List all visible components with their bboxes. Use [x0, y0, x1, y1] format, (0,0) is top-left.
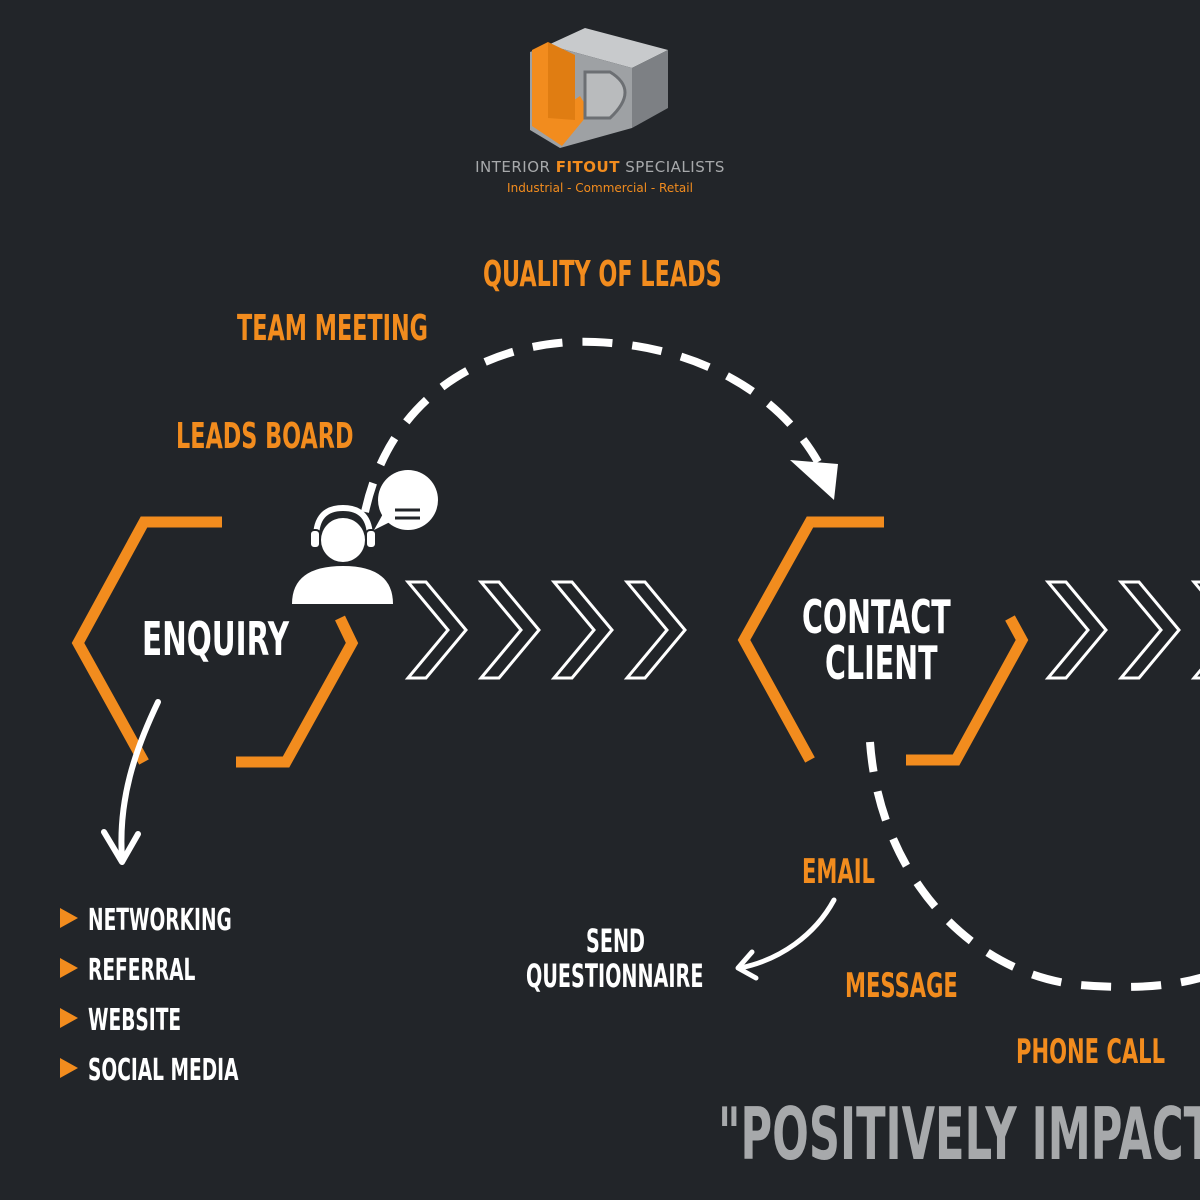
dashed-arc-bottom — [866, 741, 1200, 991]
label-leads-board: LEADS BOARD — [176, 416, 354, 457]
enquiry-hexagon — [71, 516, 359, 768]
node-contact-label-1: CONTACT — [802, 590, 951, 644]
triangle-bullet-icon — [60, 908, 78, 1078]
source-item-social-media: SOCIAL MEDIA — [88, 1053, 239, 1088]
logo-tagline-part3: SPECIALISTS — [619, 158, 725, 176]
flow-chevrons-2 — [1044, 580, 1200, 680]
question-bubble-icon — [374, 470, 438, 530]
label-team-meeting: TEAM MEETING — [237, 308, 428, 349]
logo-tagline: INTERIOR FITOUT SPECIALISTS — [430, 158, 770, 176]
source-item-referral: REFERRAL — [88, 953, 196, 988]
arrowhead-contact — [790, 460, 838, 500]
quote-text: "POSITIVELY IMPACTI — [718, 1092, 1200, 1176]
label-quality-of-leads: QUALITY OF LEADS — [483, 254, 722, 295]
logo-tagline-part1: INTERIOR — [475, 158, 556, 176]
send-questionnaire-line2: QUESTIONNAIRE — [526, 957, 704, 995]
dashed-arc-top — [361, 337, 822, 513]
node-contact-label-2: CLIENT — [825, 636, 938, 690]
label-message: MESSAGE — [845, 966, 958, 1006]
send-questionnaire-line1: SEND — [586, 922, 645, 960]
label-email: EMAIL — [802, 852, 875, 892]
source-item-networking: NETWORKING — [88, 903, 232, 938]
email-arrow — [737, 897, 837, 971]
node-enquiry-label: ENQUIRY — [142, 612, 290, 666]
label-phone-call: PHONE CALL — [1016, 1032, 1166, 1072]
flow-chevrons-1 — [404, 580, 687, 680]
headset-agent-icon — [292, 504, 393, 604]
source-item-website: WEBSITE — [88, 1003, 182, 1038]
sources-arrow — [118, 699, 161, 861]
contact-client-hexagon — [737, 516, 1029, 766]
logo-subtitle: Industrial - Commercial - Retail — [507, 181, 693, 195]
logo-tagline-part2: FITOUT — [555, 158, 620, 176]
logo-cube-icon — [530, 28, 668, 148]
